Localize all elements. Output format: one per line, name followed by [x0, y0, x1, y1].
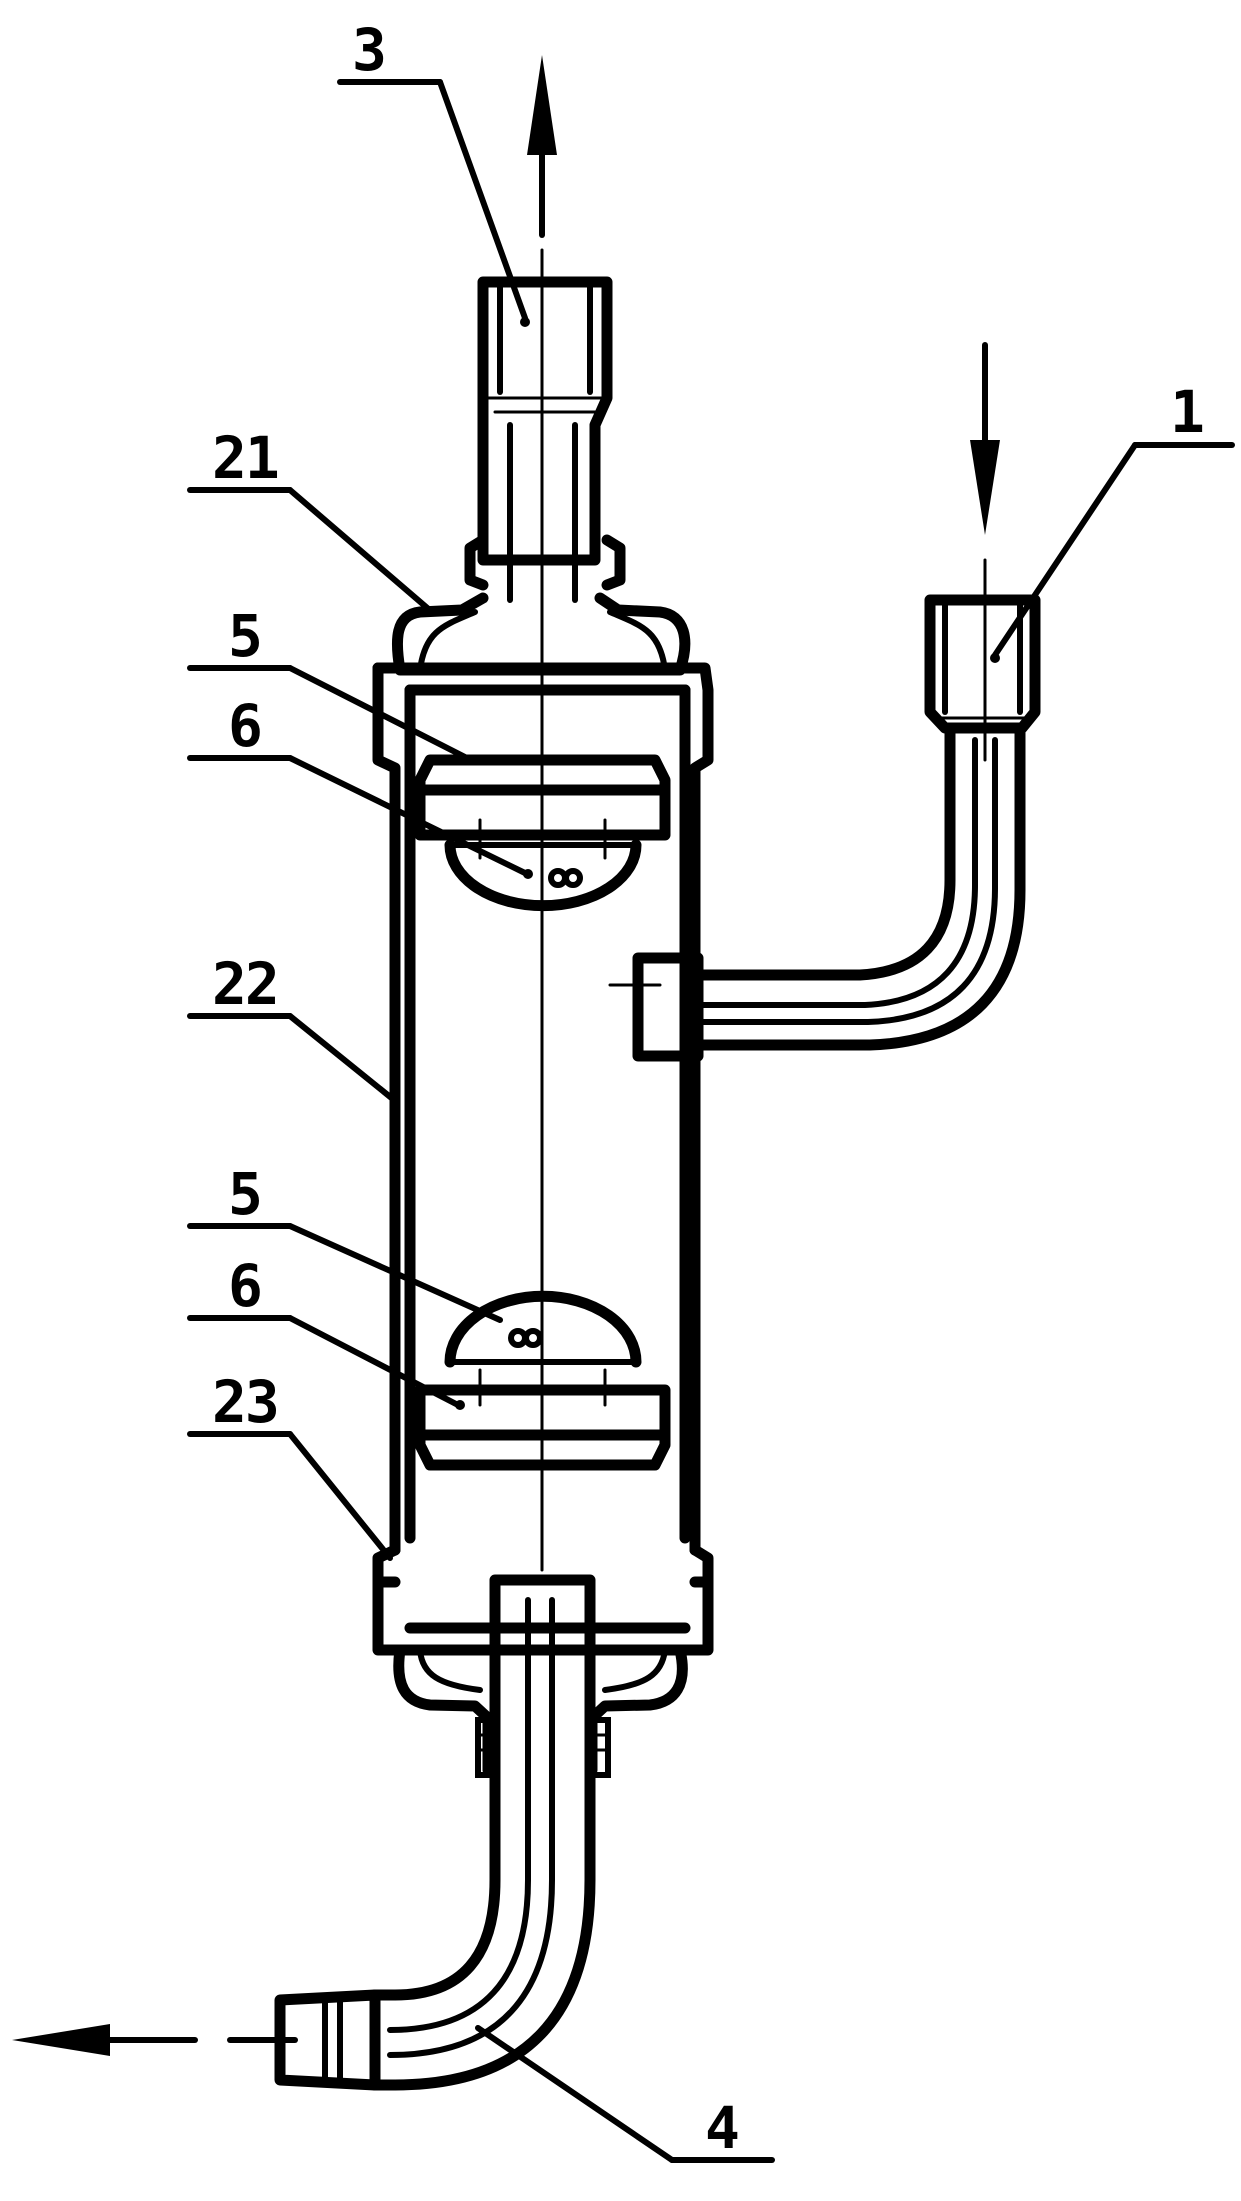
- label-outlet-top: 3: [352, 16, 385, 84]
- inlet-pipe: [632, 724, 1026, 1062]
- top-outlet-connector: [464, 276, 626, 603]
- main-shell: [372, 662, 714, 1656]
- label-upper-filter: 6: [228, 692, 261, 760]
- label-upper-cap: 21: [212, 424, 278, 492]
- label-outlet-bottom: 4: [705, 2094, 738, 2162]
- label-lower-cap: 23: [212, 1368, 278, 1436]
- lower-end-cap: [393, 1644, 688, 1778]
- flow-arrow-bottom: [12, 2024, 298, 2056]
- label-lower-screen: 5: [228, 1160, 261, 1228]
- bottom-outlet-pipe: [274, 1574, 596, 2091]
- label-shell: 22: [212, 950, 278, 1018]
- centerlines: [540, 248, 987, 1572]
- flow-arrow-top: [527, 55, 557, 238]
- label-upper-screen: 5: [228, 602, 261, 670]
- label-inlet: 1: [1170, 378, 1203, 446]
- leader-lines: [187, 79, 1235, 2163]
- lower-filter-assembly: [414, 1290, 671, 1471]
- flow-arrow-inlet: [970, 342, 1000, 535]
- label-lower-filter: 6: [228, 1252, 261, 1320]
- upper-filter-assembly: [414, 754, 671, 912]
